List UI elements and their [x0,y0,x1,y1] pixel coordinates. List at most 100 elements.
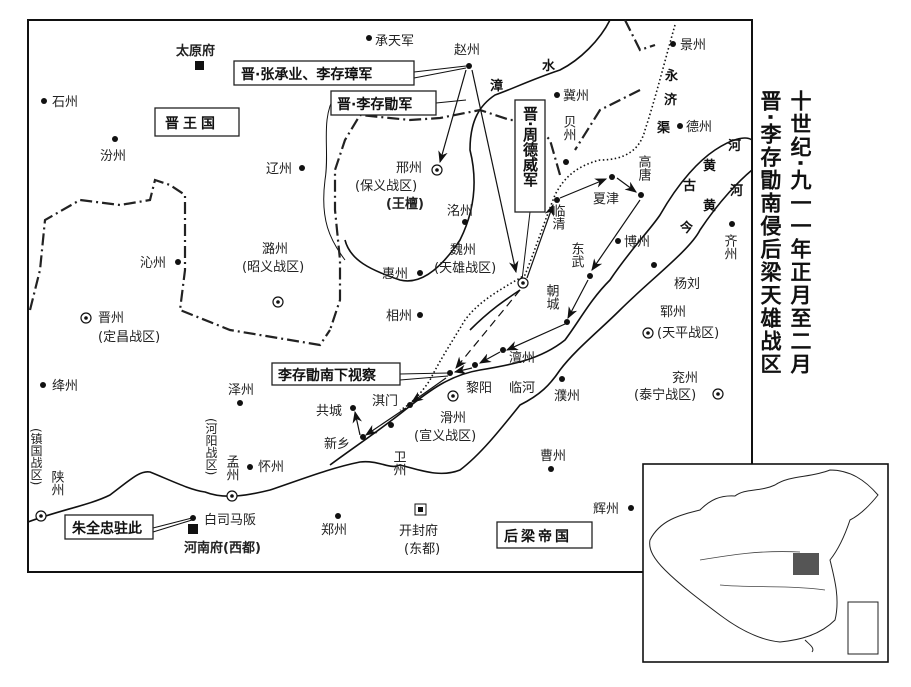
army-box-zhang-li: 晋·张承业、李存璋军 [233,60,415,86]
place-label: 德州 [686,120,712,135]
army-label: 晋·张承业、李存璋军 [241,66,372,83]
region-houliang: 后梁帝国 [496,521,593,549]
place-label: 邢州 [396,161,422,176]
place-label: 洺州 [447,204,473,219]
place-label: 共城 [316,404,342,419]
place-label: 临河 [509,381,535,396]
place-label: (王檀) [386,196,424,212]
place-label: (宣义战区) [414,428,476,444]
river-label: 河 [728,138,741,154]
region-label: 后梁帝国 [504,528,572,545]
place-label: 滑州 [440,411,466,426]
place-label: 齐州 [722,233,738,260]
place-label: (保义战区) [355,179,417,194]
place-label: (定昌战区) [98,330,160,345]
army-box-inspection: 李存勖南下视察 [271,362,401,386]
army-label: 晋·周德威军 [521,106,539,188]
place-labels: 太原府 承天军 赵州 石州 汾州 辽州 冀州 景州 德州 贝州 邢州 (保义战区… [29,34,737,557]
river-labels: 漳 水 永 济 渠 河 黄 古 黄 河 今 [490,58,743,236]
place-label: 兖州 [672,371,698,386]
place-label: 陕州 [49,470,65,496]
place-label: 辽州 [266,162,292,177]
place-label: 高唐 [636,154,652,181]
army-label: 李存勖南下视察 [277,367,377,384]
place-label: 濮州 [554,389,580,404]
river-label: 河 [730,183,743,199]
place-label: 孟州 [224,455,240,481]
place-label: 临清 [550,204,566,230]
place-label: 卫州 [391,450,407,476]
callout-lines [152,65,531,533]
title-line1: 十世纪·九一一年正月至二月 [788,90,813,376]
capital-marker [188,524,198,534]
map-frame [27,19,753,573]
army-label: 晋·李存勖军 [337,96,412,113]
highlighted-region [793,553,819,575]
place-label: 泽州 [228,383,254,398]
place-label: 杨刘 [674,277,700,292]
army-box-zhu: 朱全忠驻此 [64,514,154,540]
place-label: 新乡 [324,436,350,452]
river-label: 今 [679,220,694,236]
place-label: 晋州 [98,311,124,326]
river-label: 水 [542,58,556,74]
inset-china-locator [642,463,889,663]
place-label: 怀州 [258,460,284,475]
yellow-river [27,169,753,523]
place-label: (天平战区) [657,326,719,341]
place-label: 石州 [52,95,78,110]
place-label: 郓州 [660,305,686,320]
army-box-li-cunxu: 晋·李存勖军 [330,90,437,116]
region-jin: 晋王国 [154,107,240,137]
place-label: 淇门 [372,394,398,409]
title-line2: 晋·李存勖南侵后梁天雄战区 [758,90,783,376]
river-label: 黄 [703,198,716,214]
river-label: 漳 [490,78,503,94]
army-box-zhou-dewei: 晋·周德威军 [514,99,546,213]
place-label: 河南府(西都) [184,540,261,556]
capital-marker [195,61,204,70]
army-routes [352,69,641,436]
river-label: 黄 [703,158,716,174]
place-label: 绛州 [52,379,78,394]
place-label: 冀州 [563,88,589,104]
place-label: 白司马阪 [204,512,256,528]
army-label: 朱全忠驻此 [72,520,142,537]
place-label: 太原府 [175,43,215,59]
place-label: 黎阳 [466,381,492,396]
map-title: 十世纪·九一一年正月至二月 晋·李存勖南侵后梁天雄战区 [758,90,813,376]
place-label: 景州 [680,38,706,53]
ancient-yellow-river [469,289,521,331]
place-label: (镇国战区) [29,428,43,485]
place-label: 曹州 [540,449,566,464]
place-label: 惠州 [382,267,408,282]
place-label: 郑州 [321,523,347,538]
place-label: (河阳战区) [204,418,218,475]
place-label: (东都) [404,542,440,557]
place-label: 开封府 [399,524,438,539]
place-label: (天雄战区) [434,261,496,276]
place-label: 博州 [624,235,650,250]
place-label: 澶州 [509,350,535,366]
place-label: 汾州 [100,149,126,164]
river-label: 永 [664,68,679,84]
place-label: (泰宁战区) [634,387,696,403]
markers [35,35,735,534]
place-label: 潞州 [262,242,288,257]
place-label: 夏津 [593,192,619,207]
yongji-canal [399,24,676,411]
place-label: (昭义战区) [242,260,304,275]
place-label: 贝州 [561,115,577,141]
place-label: 朝城 [544,284,560,311]
place-label: 相州 [386,309,412,324]
place-label: 承天军 [375,34,414,49]
place-label: 辉州 [593,502,619,517]
region-label: 晋王国 [165,116,219,132]
river-label: 古 [683,178,696,194]
place-label: 沁州 [140,256,166,271]
river-label: 渠 [656,120,671,136]
zhang-river [344,19,611,282]
place-label: 东武 [569,242,585,268]
place-label: 赵州 [454,43,480,58]
